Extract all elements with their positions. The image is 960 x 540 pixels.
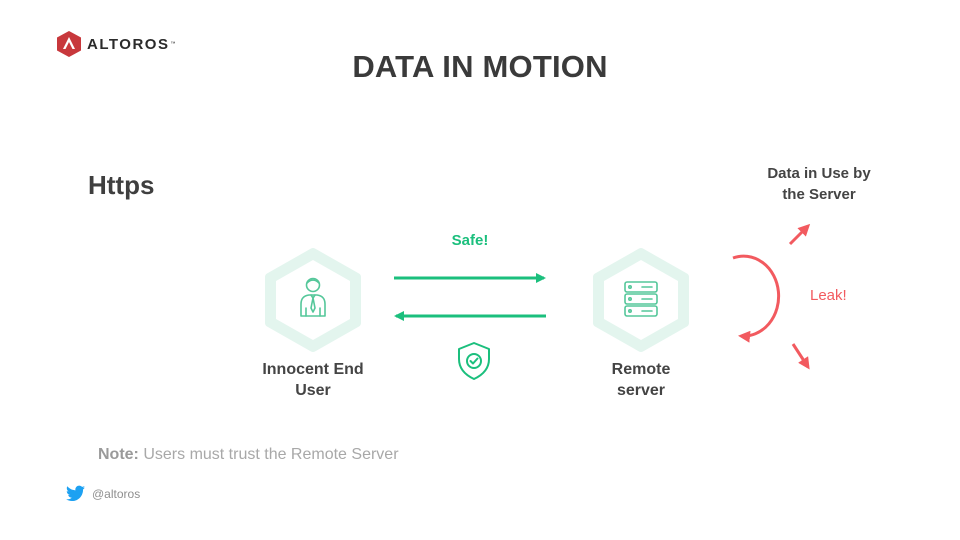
data-in-use-line1: Data in Use by [767,165,871,182]
logo-text: ALTOROS [87,35,170,53]
note-bold: Note: [98,446,139,463]
leak-label: Leak! [810,287,847,304]
slide-title: DATA IN MOTION [352,49,608,84]
twitter-icon [66,485,85,502]
user-icon [300,277,326,317]
leak-arc [732,254,781,343]
section-title: Https [88,170,155,200]
server-label: Remote server [571,359,711,401]
server-icon [624,281,658,317]
user-node [265,248,361,352]
twitter-handle-group[interactable]: @altoros [66,485,140,502]
server-label-line2: server [616,382,666,399]
note: Note: Users must trust the Remote Server [98,446,399,464]
twitter-handle-text: @altoros [92,486,141,501]
server-node [593,248,689,352]
user-label: Innocent End User [243,359,383,401]
user-label-line1: Innocent End [262,361,364,378]
safe-label: Safe! [451,232,489,249]
altoros-logo-icon [57,31,81,57]
note-text: Users must trust the Remote Server [138,446,399,463]
user-label-line2: User [295,382,331,399]
data-in-use-line2: the Server [782,186,856,203]
leak-arrow-up [788,223,811,246]
server-label-line1: Remote [611,361,671,378]
shield-check-icon [458,342,490,380]
leak-arrow-down [791,343,810,370]
data-in-use-label: Data in Use by the Server [744,163,894,205]
logo-trademark: ™ [170,41,176,47]
altoros-logo: ALTOROS ™ [57,31,175,57]
